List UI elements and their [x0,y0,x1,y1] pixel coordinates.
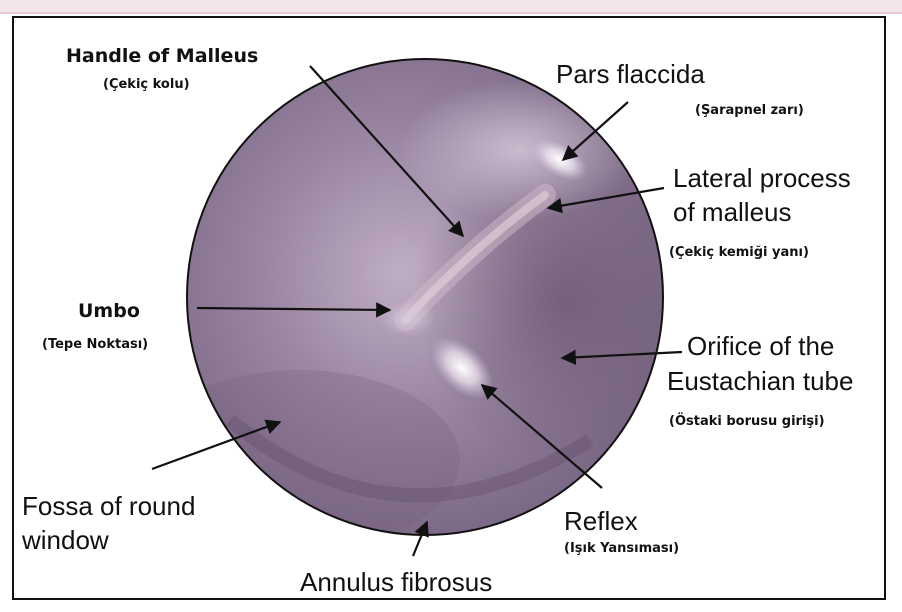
label-fossa-line2: window [22,524,109,556]
label-lateral-process-line2: of malleus [673,196,792,228]
label-umbo-tr: (Tepe Noktası) [42,337,148,353]
label-orifice-tr: (Östaki borusu girişi) [669,414,825,430]
label-umbo: Umbo [78,299,140,323]
label-pars-flaccida-tr: (Şarapnel zarı) [695,103,804,119]
label-lateral-process-tr: (Çekiç kemiği yanı) [669,245,809,261]
label-reflex: Reflex [564,505,638,537]
label-handle-of-malleus-tr: (Çekiç kolu) [103,77,190,93]
label-orifice-line1: Orifice of the [687,330,834,362]
label-handle-of-malleus: Handle of Malleus [66,44,258,68]
label-annulus-fibrosus: Annulus fibrosus [300,566,492,598]
label-orifice-line2: Eustachian tube [667,365,853,397]
label-pars-flaccida: Pars flaccida [556,58,705,90]
eardrum [140,59,715,550]
label-reflex-tr: (Işık Yansıması) [564,541,679,557]
label-lateral-process-line1: Lateral process [673,162,851,194]
label-fossa-line1: Fossa of round [22,490,195,522]
